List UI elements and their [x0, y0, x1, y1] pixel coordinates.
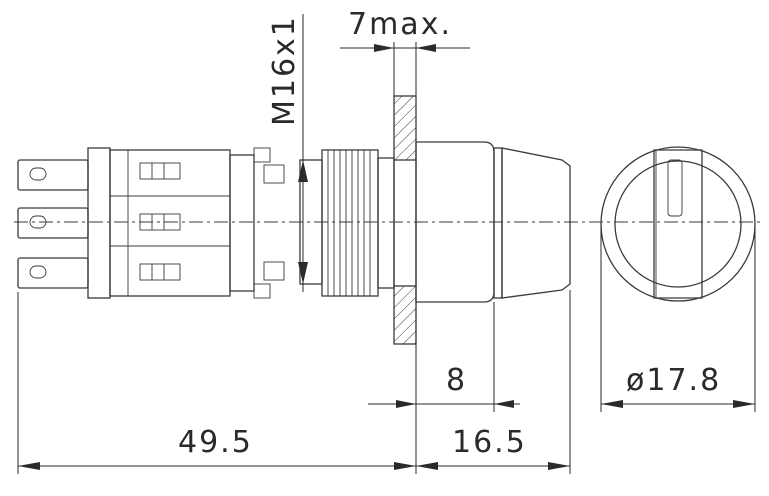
- dim-thread: M16x1: [267, 14, 308, 292]
- dim-panel-thickness: 7max.: [340, 7, 470, 96]
- body-length-label: 49.5: [178, 425, 253, 460]
- mounting-panel: [393, 95, 417, 345]
- dim-protrusion: 8: [368, 302, 520, 412]
- diameter-label: ø17.8: [626, 363, 721, 398]
- front-view: [600, 146, 756, 302]
- switch-housing: [87, 147, 285, 299]
- protrusion-label: 8: [446, 363, 467, 398]
- front-length-label: 16.5: [452, 425, 527, 460]
- terminal-pins: [17, 159, 89, 289]
- dim-diameter: ø17.8: [600, 226, 756, 412]
- threaded-body: [299, 149, 395, 297]
- thread-label: M16x1: [267, 15, 302, 126]
- dim-body-length: 49.5: [17, 292, 417, 474]
- front-bezel: [415, 141, 571, 303]
- panel-thickness-label: 7max.: [348, 7, 452, 42]
- dim-front-length: 16.5: [416, 290, 571, 474]
